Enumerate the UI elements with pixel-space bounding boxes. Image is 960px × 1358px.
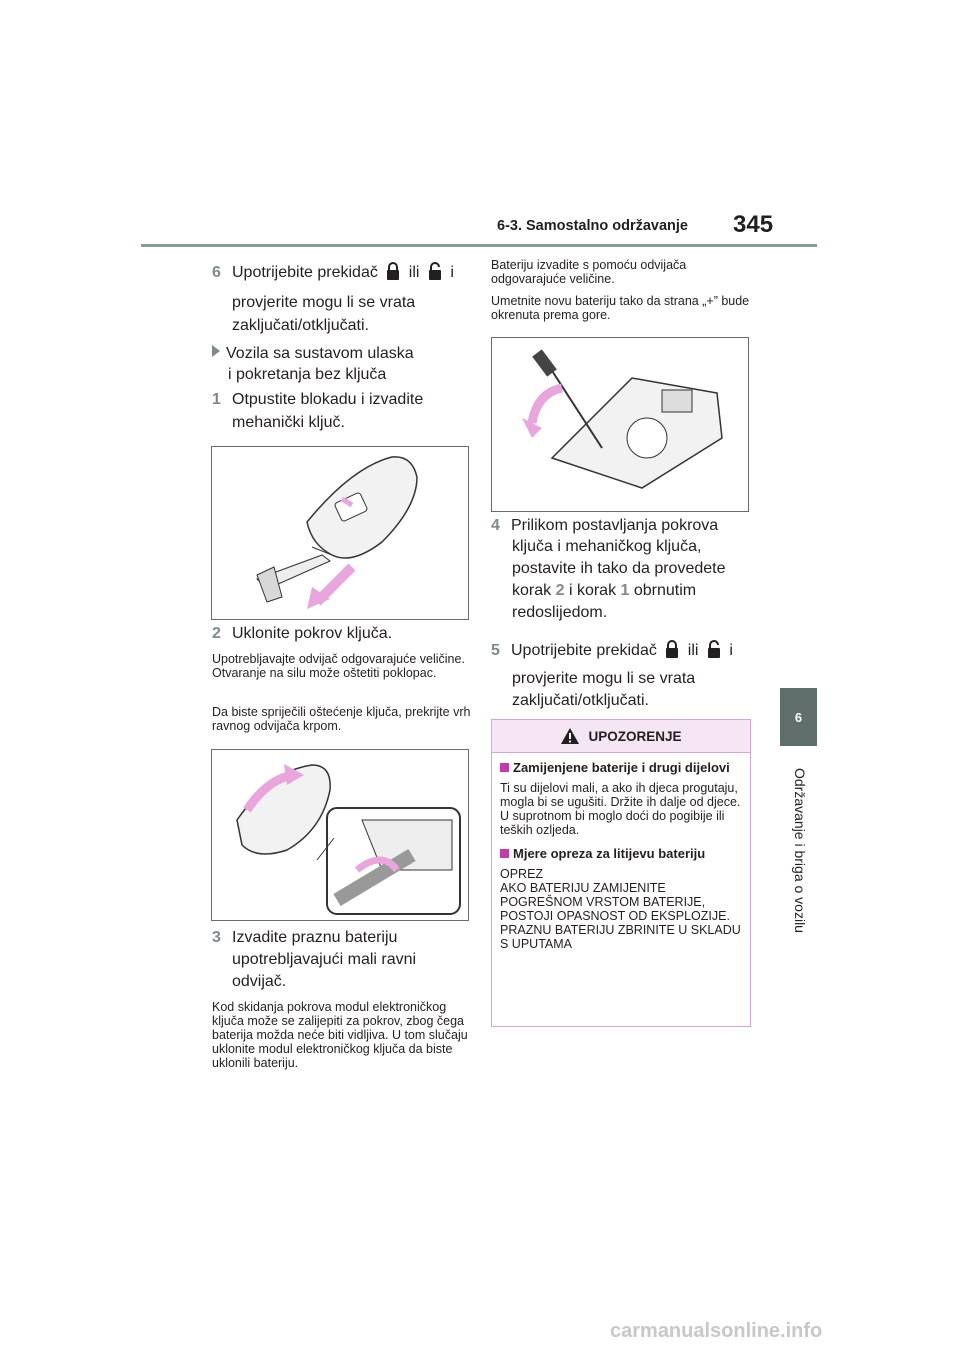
figure-remove-key-cover — [211, 749, 469, 921]
screwdriver-cover-illustration — [236, 764, 461, 915]
triangle-bullet-icon — [212, 345, 220, 357]
warning-header: UPOZORENJE — [492, 720, 750, 753]
note-2b: Da biste spriječili oštećenje ključa, pr… — [212, 705, 471, 733]
unlock-icon — [707, 640, 720, 658]
subheading: Vozila sa sustavom ulaska — [212, 343, 414, 365]
figure-replace-battery — [491, 337, 749, 512]
step-4-line4: korak 2 i korak 1 obrnutim — [512, 582, 697, 599]
section-title: 6-3. Samostalno održavanje — [497, 218, 688, 234]
figure-remove-mechanical-key — [211, 446, 469, 620]
step-3-line2: upotrebljavajući mali ravni — [232, 951, 417, 968]
warning-text-2: OPREZ AKO BATERIJU ZAMIJENITE POGREŠNOM … — [500, 867, 741, 951]
chapter-tab: 6 — [780, 688, 817, 746]
subheading-line2: i pokretanja bez ključa — [228, 366, 387, 383]
step-1-line2: mehanički ključ. — [232, 414, 345, 431]
warning-heading-2: Mjere opreza za litijevu bateriju — [500, 847, 742, 861]
step-3-line3: odvijač. — [232, 973, 287, 990]
step-4-line3: postavite ih tako da provedete — [512, 560, 726, 577]
step-6-line3: zaključati/otključati. — [232, 317, 369, 334]
note-3: Kod skidanja pokrova modul elektroničkog… — [212, 1000, 468, 1070]
step-5-line2: provjerite mogu li se vrata — [512, 670, 696, 687]
page-number: 345 — [733, 211, 774, 238]
warning-heading-1: Zamijenjene baterije i drugi dijelovi — [500, 761, 742, 775]
step-6-line2: provjerite mogu li se vrata — [232, 294, 416, 311]
chapter-label: Održavanje i briga o vozilu — [792, 768, 808, 933]
step-5-line3: zaključati/otključati. — [512, 692, 649, 709]
lock-icon — [666, 640, 679, 658]
step-4-line2: ključa i mehaničkog ključa, — [512, 538, 702, 555]
lock-icon — [387, 262, 400, 280]
key-fob-illustration — [256, 456, 418, 609]
note-b: Umetnite novu bateriju tako da strana „+… — [491, 294, 750, 322]
unlock-icon — [428, 262, 441, 280]
header-rule — [141, 244, 817, 247]
warning-text-1: Ti su dijelovi mali, a ako ih djeca prog… — [500, 781, 741, 837]
battery-replacement-illustration — [522, 349, 723, 489]
note-2a: Upotrebljavajte odvijač odgovarajuće vel… — [212, 652, 465, 680]
watermark: carmanualsonline.info — [610, 1320, 823, 1342]
warning-triangle-icon — [561, 728, 580, 744]
note-a: Bateriju izvadite s pomoću odvijača odgo… — [491, 258, 687, 286]
step-4-line5: redoslijedom. — [512, 604, 608, 621]
warning-box: UPOZORENJE Zamijenjene baterije i drugi … — [491, 719, 751, 1027]
